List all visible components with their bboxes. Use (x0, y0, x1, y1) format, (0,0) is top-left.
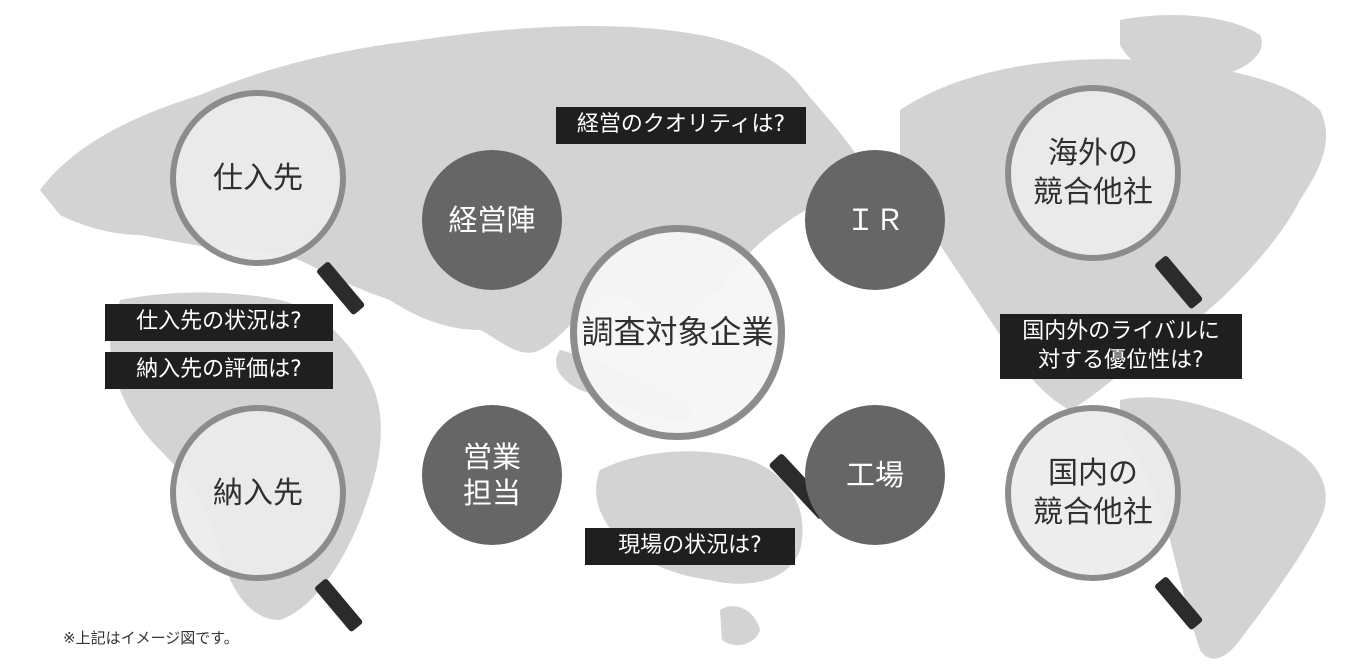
node-ir: ＩＲ (805, 150, 945, 290)
lens-overseas-competitor: 海外の 競合他社 (1005, 85, 1181, 261)
node-management: 経営陣 (422, 150, 562, 290)
node-factory: 工場 (805, 405, 945, 545)
lens-overseas-competitor-label: 海外の 競合他社 (1033, 136, 1153, 210)
lens-center: 調査対象企業 (570, 225, 785, 440)
tag-management-quality: 経営のクオリティは? (556, 107, 806, 144)
node-ir-label: ＩＲ (845, 202, 904, 237)
lens-customer-label: 納入先 (213, 475, 303, 511)
lens-supplier: 仕入先 (170, 90, 346, 266)
tag-supplier-status: 仕入先の状況は? (105, 304, 333, 341)
lens-domestic-competitor: 国内の 競合他社 (1005, 405, 1181, 581)
lens-supplier-label: 仕入先 (213, 160, 303, 196)
tag-site-status: 現場の状況は? (585, 528, 795, 565)
lens-customer: 納入先 (170, 405, 346, 581)
node-management-label: 経営陣 (448, 202, 536, 237)
node-factory-label: 工場 (845, 457, 904, 492)
tag-competitive-advantage: 国内外のライバルに 対する優位性は? (1000, 314, 1242, 380)
center-label: 調査対象企業 (581, 312, 774, 351)
tag-customer-evaluation: 納入先の評価は? (105, 352, 333, 389)
lens-domestic-competitor-label: 国内の 競合他社 (1033, 456, 1153, 530)
node-sales-label: 営業 担当 (462, 439, 521, 510)
node-sales: 営業 担当 (422, 405, 562, 545)
footnote: ※上記はイメージ図です。 (63, 629, 239, 647)
